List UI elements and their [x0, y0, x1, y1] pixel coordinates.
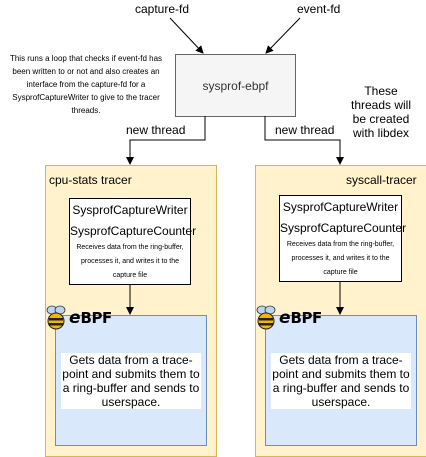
cpu-stats-tracer-title: cpu-stats tracer — [49, 173, 132, 187]
logo-e: e — [279, 308, 291, 328]
counter-title: SysprofCaptureCounter — [280, 221, 407, 235]
logo-bpf: BPF — [290, 309, 323, 327]
bee-icon — [46, 305, 66, 330]
logo-e: e — [69, 308, 81, 328]
sysprof-ebpf-label: sysprof-ebpf — [202, 78, 269, 93]
new-thread-arrow-left — [126, 116, 206, 165]
ebpf-program-box-right: Gets data from a trace-point and submits… — [265, 315, 417, 446]
logo-bpf: BPF — [80, 309, 113, 327]
ebpf-description: Gets data from a trace-point and submits… — [61, 352, 201, 409]
new-thread-label-right: new thread — [275, 123, 335, 137]
new-thread-label-left: new thread — [126, 123, 186, 137]
threads-note: These threads will be created with libde… — [350, 84, 412, 140]
capture-writer-box-right: SysprofCaptureWriter SysprofCaptureCount… — [279, 195, 407, 282]
writer-description: Receives data from the ring-buffer, proc… — [286, 241, 395, 276]
capture-fd-arrow — [169, 17, 204, 54]
sysprof-ebpf-node: sysprof-ebpf — [175, 54, 296, 117]
writer-title: SysprofCaptureWriter — [72, 203, 188, 217]
new-thread-arrow-right — [264, 116, 344, 165]
capture-writer-box-left: SysprofCaptureWriter SysprofCaptureCount… — [69, 198, 197, 285]
loop-note: This runs a loop that checks if event-fd… — [9, 54, 163, 115]
writer-description: Receives data from the ring-buffer, proc… — [76, 244, 184, 279]
bee-icon — [256, 305, 276, 330]
event-fd-label: event-fd — [297, 2, 341, 16]
ebpf-description: Gets data from a trace-point and submits… — [271, 352, 411, 409]
writer-title: SysprofCaptureWriter — [282, 200, 399, 214]
capture-fd-label: capture-fd — [135, 2, 190, 16]
event-fd-arrow — [265, 17, 301, 54]
ebpf-program-box-left: Gets data from a trace-point and submits… — [55, 315, 207, 446]
counter-title: SysprofCaptureCounter — [70, 224, 197, 238]
syscall-tracer-title: syscall-tracer — [346, 173, 417, 187]
